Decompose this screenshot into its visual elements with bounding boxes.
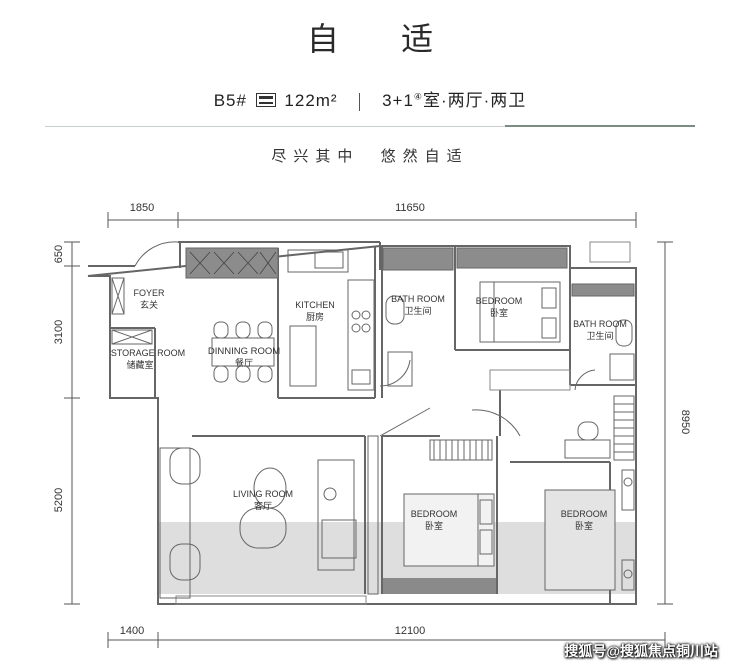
label-bed2-en: BEDROOM	[411, 509, 458, 519]
label-bed3-cn: 卧室	[575, 520, 593, 531]
dimension-lines	[64, 212, 673, 648]
label-storage-cn: 储藏室	[126, 359, 153, 370]
spec-divider	[359, 92, 361, 111]
bedroom2-fixtures	[403, 439, 495, 567]
page-title: 自 适	[306, 20, 460, 58]
label-bath2-en: BATH ROOM	[573, 319, 627, 329]
label-kitchen-en: KITCHEN	[295, 300, 335, 310]
label-foyer-cn: 玄关	[140, 299, 158, 310]
walls	[87, 241, 637, 605]
label-bed2-cn: 卧室	[425, 520, 443, 531]
living-room-fixtures	[159, 435, 379, 599]
label-dining-cn: 餐厅	[235, 357, 253, 368]
label-bed1-cn: 卧室	[490, 307, 508, 318]
dim-top-right: 11650	[395, 202, 425, 214]
bathroom2-fixtures	[571, 283, 635, 381]
dim-left-2: 3100	[53, 320, 65, 344]
dim-left-1: 650	[53, 245, 65, 263]
header-rule	[45, 125, 695, 127]
label-bath2-cn: 卫生间	[586, 330, 613, 341]
bedroom2-floor-shade	[382, 578, 497, 594]
label-storage-en: STORAGE ROOM	[111, 348, 185, 358]
foyer-fixtures	[111, 277, 153, 345]
doors	[134, 241, 596, 437]
layout-suffix: 室·两厅·两卫	[422, 91, 527, 110]
label-bath1-cn: 卫生间	[404, 305, 431, 316]
label-kitchen-cn: 厨房	[306, 311, 324, 322]
dim-top-left: 1850	[130, 202, 154, 214]
watermark: 搜狐号@搜狐焦点铜川站	[564, 643, 718, 659]
bedroom3-fixtures	[544, 395, 635, 591]
kitchen-counter	[185, 247, 375, 391]
bathroom1-fixtures	[382, 247, 454, 387]
slogan: 尽兴其中 悠然自适	[271, 148, 469, 165]
unit-area: 122m²	[284, 91, 338, 110]
dim-right-1: 8950	[679, 410, 691, 434]
dim-bottom-right: 12100	[395, 625, 426, 637]
dining-table	[211, 321, 275, 383]
dim-bottom-left: 1400	[120, 625, 144, 637]
area-tag-icon	[255, 92, 276, 107]
dim-left-3: 5200	[53, 488, 65, 512]
label-bed3-en: BEDROOM	[561, 509, 608, 519]
label-living-en: LIVING ROOM	[233, 489, 293, 499]
label-living-cn: 客厅	[254, 500, 272, 511]
bedroom1-fixtures	[456, 247, 568, 343]
label-bed1-en: BEDROOM	[476, 296, 523, 306]
unit-code: B5#	[213, 91, 247, 110]
windows	[175, 241, 631, 605]
label-dining-en: DINNING ROOM	[208, 346, 280, 357]
label-bath1-en: BATH ROOM	[391, 294, 445, 304]
layout-sup: ④	[413, 91, 423, 102]
layout-prefix: 3+1	[382, 91, 414, 110]
label-foyer-en: FOYER	[133, 288, 165, 298]
unit-spec: B5# 122m² 3+1④室·两厅·两卫	[0, 86, 740, 111]
